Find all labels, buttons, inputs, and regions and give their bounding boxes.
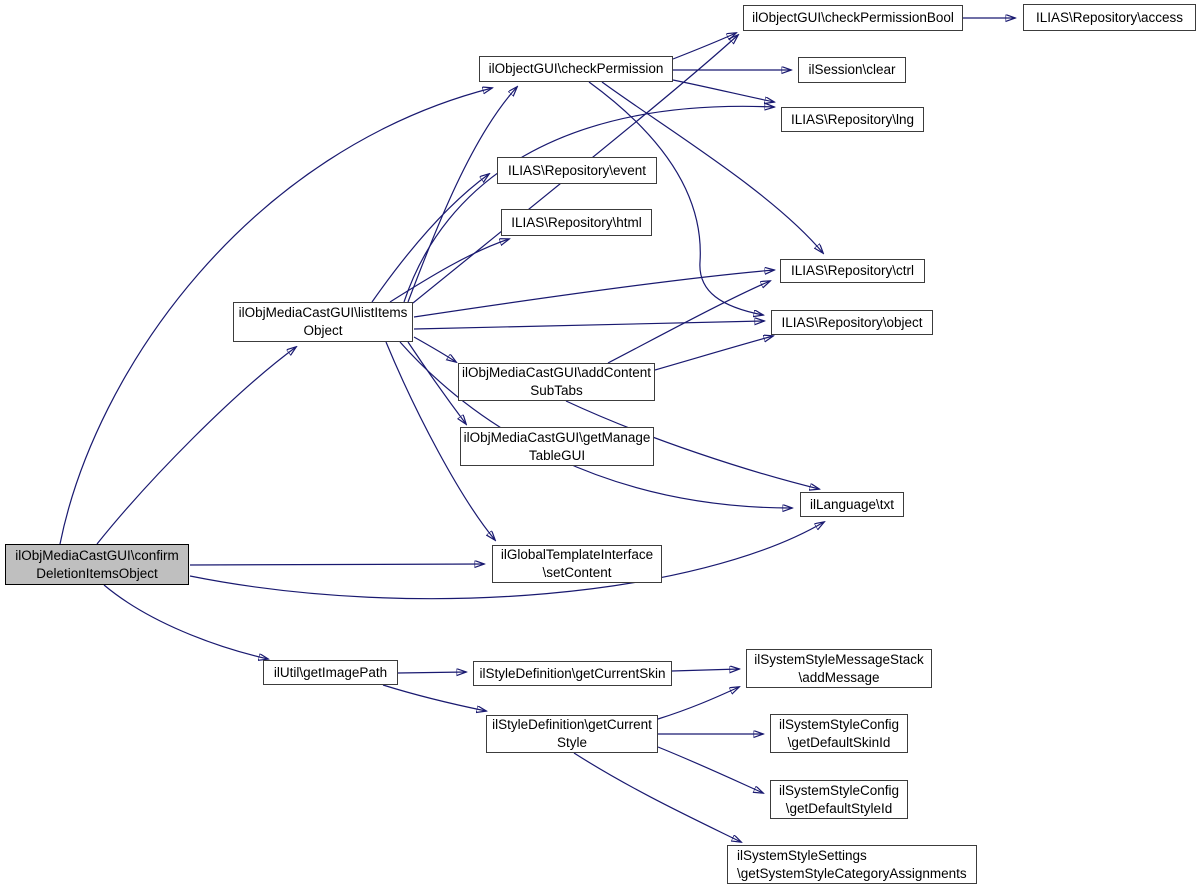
edge-getcurrentstyle-to-addmessage bbox=[657, 687, 739, 720]
edge-getcurrentstyle-to-getdefaultstyleid bbox=[657, 746, 763, 793]
node-label: ilObjectGUI\checkPermission bbox=[488, 61, 664, 76]
edge-confirm-to-checkpermission bbox=[59, 88, 492, 545]
node-confirm-deletion-items-object[interactable]: ilObjMediaCastGUI\confirm DeletionItemsO… bbox=[5, 544, 189, 585]
edge-listitems-to-html bbox=[389, 239, 509, 303]
node-add-message[interactable]: ilSystemStyleMessageStack \addMessage bbox=[746, 649, 932, 688]
node-label: ILIAS\Repository\lng bbox=[790, 111, 915, 127]
edge-checkpermission-to-ctrl bbox=[601, 81, 823, 253]
node-label: ilObjMediaCastGUI\listItems Object bbox=[238, 305, 408, 338]
edge-addcontentsubtabs-to-object bbox=[654, 336, 773, 371]
node-add-content-sub-tabs[interactable]: ilObjMediaCastGUI\addContent SubTabs bbox=[458, 363, 655, 401]
node-get-current-skin[interactable]: ilStyleDefinition\getCurrentSkin bbox=[473, 661, 672, 686]
node-set-content[interactable]: ilGlobalTemplateInterface \setContent bbox=[492, 545, 662, 583]
node-label: ilObjMediaCastGUI\getManage TableGUI bbox=[463, 429, 651, 463]
edge-listitems-to-lng bbox=[403, 106, 774, 303]
node-label: ilStyleDefinition\getCurrentSkin bbox=[479, 665, 666, 681]
node-label: ilGlobalTemplateInterface \setContent bbox=[500, 547, 654, 580]
node-label: ilObjectGUI\checkPermissionBool bbox=[752, 10, 954, 25]
node-check-permission[interactable]: ilObjectGUI\checkPermission bbox=[479, 56, 673, 82]
node-get-default-style-id[interactable]: ilSystemStyleConfig \getDefaultStyleId bbox=[770, 780, 908, 819]
edge-listitems-to-checkpermission bbox=[407, 87, 517, 303]
edge-confirm-to-listitems bbox=[96, 347, 296, 545]
node-get-current-style[interactable]: ilStyleDefinition\getCurrent Style bbox=[486, 715, 658, 753]
node-label: ilSystemStyleConfig \getDefaultSkinId bbox=[778, 716, 900, 750]
node-get-image-path[interactable]: ilUtil\getImagePath bbox=[263, 660, 398, 685]
edge-getimagepath-to-getcurrentskin bbox=[397, 672, 466, 673]
node-label: ilSystemStyleMessageStack \addMessage bbox=[754, 651, 924, 685]
edge-listitems-to-object bbox=[413, 321, 764, 330]
node-session-clear[interactable]: ilSession\clear bbox=[798, 57, 906, 83]
node-language-txt[interactable]: ilLanguage\txt bbox=[800, 492, 904, 517]
edge-listitems-to-addcontentsubtabs bbox=[413, 336, 456, 362]
node-get-system-style-category-assignments[interactable]: ilSystemStyleSettings \getSystemStyleCat… bbox=[727, 845, 977, 884]
node-label: ILIAS\Repository\event bbox=[507, 162, 647, 178]
node-label: ilSystemStyleConfig \getDefaultStyleId bbox=[778, 782, 900, 816]
edge-listitems-to-checkpermissionbool bbox=[412, 35, 738, 304]
node-label: ilStyleDefinition\getCurrent Style bbox=[492, 717, 652, 750]
node-label: ilLanguage\txt bbox=[809, 496, 895, 512]
edge-checkpermission-to-lng bbox=[672, 79, 774, 102]
node-repository-lng[interactable]: ILIAS\Repository\lng bbox=[781, 107, 924, 132]
edge-confirm-to-setcontent bbox=[189, 564, 484, 565]
edge-listitems-to-getmanagetablegui bbox=[407, 341, 466, 424]
edge-addcontentsubtabs-to-txt bbox=[565, 400, 819, 489]
edge-getcurrentskin-to-addmessage bbox=[671, 669, 739, 671]
node-repository-access[interactable]: ILIAS\Repository\access bbox=[1023, 4, 1196, 31]
node-get-default-skin-id[interactable]: ilSystemStyleConfig \getDefaultSkinId bbox=[770, 714, 908, 753]
edge-getimagepath-to-getcurrentstyle bbox=[382, 684, 486, 711]
edge-listitems-to-setcontent bbox=[385, 341, 495, 540]
edge-getcurrentstyle-to-categoryassignments bbox=[573, 752, 741, 842]
node-label: ilSystemStyleSettings \getSystemStyleCat… bbox=[737, 847, 967, 881]
node-label: ILIAS\Repository\access bbox=[1035, 9, 1184, 25]
node-repository-html[interactable]: ILIAS\Repository\html bbox=[501, 209, 652, 236]
edge-confirm-to-txt bbox=[189, 522, 824, 600]
edge-confirm-to-getimagepath bbox=[103, 584, 268, 659]
node-get-manage-table-gui[interactable]: ilObjMediaCastGUI\getManage TableGUI bbox=[460, 427, 654, 466]
node-repository-event[interactable]: ILIAS\Repository\event bbox=[497, 157, 657, 184]
edge-listitems-to-event bbox=[371, 174, 489, 303]
node-check-permission-bool[interactable]: ilObjectGUI\checkPermissionBool bbox=[743, 5, 963, 31]
node-label: ilSession\clear bbox=[808, 62, 896, 77]
node-list-items-object[interactable]: ilObjMediaCastGUI\listItems Object bbox=[233, 302, 413, 342]
node-label: ilObjMediaCastGUI\addContent SubTabs bbox=[461, 365, 652, 398]
node-label: ILIAS\Repository\object bbox=[781, 314, 923, 330]
node-repository-ctrl[interactable]: ILIAS\Repository\ctrl bbox=[780, 259, 925, 283]
node-label: ilObjMediaCastGUI\confirm DeletionItemsO… bbox=[15, 547, 179, 581]
node-label: ilUtil\getImagePath bbox=[273, 664, 388, 680]
node-label: ILIAS\Repository\html bbox=[511, 214, 642, 230]
edge-addcontentsubtabs-to-ctrl bbox=[607, 281, 770, 364]
node-label: ILIAS\Repository\ctrl bbox=[790, 263, 915, 278]
node-repository-object[interactable]: ILIAS\Repository\object bbox=[771, 310, 933, 335]
edge-listitems-to-ctrl bbox=[413, 270, 774, 318]
